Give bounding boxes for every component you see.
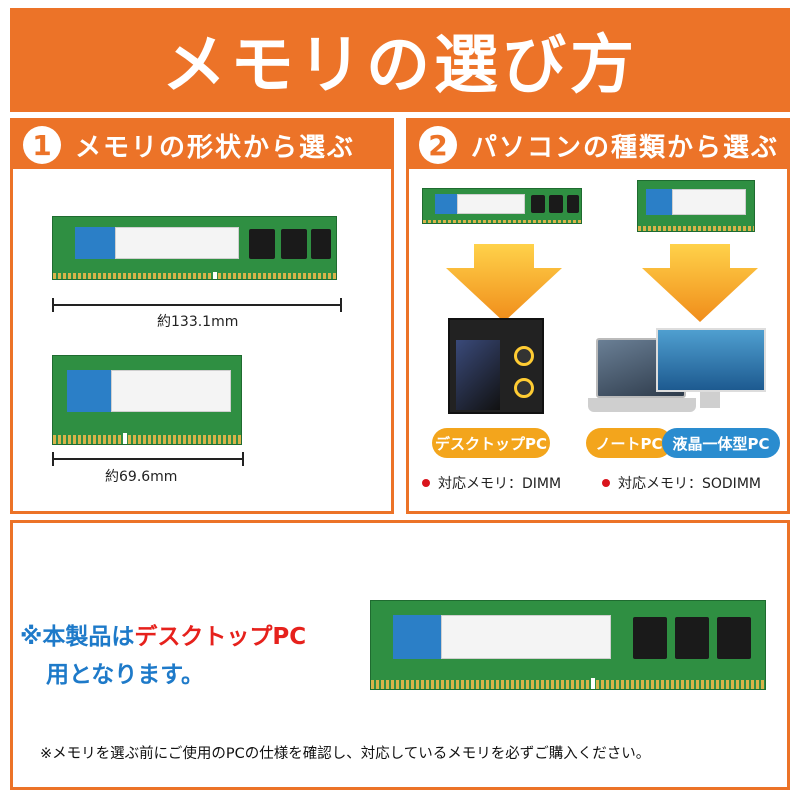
notice-suffix: 用となります。: [46, 662, 205, 688]
key-notch: [213, 271, 217, 279]
spec-sticker: [115, 227, 239, 259]
memory-chip: [549, 195, 563, 213]
memory-chip: [311, 229, 331, 259]
gold-pins: [423, 219, 581, 223]
footer-note: ※メモリを選ぶ前にご使用のPCの仕様を確認し、対応しているメモリを必ずご購入くだ…: [40, 746, 651, 762]
spec-sticker: [457, 194, 525, 214]
desktop-memory-note: 対応メモリ：DIMM: [422, 473, 561, 493]
memory-chip: [281, 229, 307, 259]
brand-label: [393, 615, 441, 659]
brand-label: [646, 189, 672, 215]
page-title: メモリの選び方: [162, 29, 638, 103]
memory-chip: [249, 229, 275, 259]
gold-pins: [638, 226, 754, 231]
brand-label: [67, 370, 111, 412]
memory-chip: [675, 617, 709, 659]
spec-sticker: [441, 615, 611, 659]
all-in-one-pc-pill: 液晶一体型PC: [662, 428, 780, 458]
panel-pc-type-header: 2 パソコンの種類から選ぶ: [409, 121, 787, 169]
brand-label: [435, 194, 457, 214]
fan-icon: [514, 378, 534, 398]
product-dimm-image: [370, 600, 766, 690]
panel-shape: 1 メモリの形状から選ぶ: [10, 118, 394, 514]
brand-label: [75, 227, 115, 259]
notice-prefix: ※本製品は: [20, 624, 135, 650]
side-glass-panel: [456, 340, 500, 410]
dimm-module-image: [422, 188, 582, 224]
memory-chip: [717, 617, 751, 659]
gold-pins: [53, 272, 336, 279]
desktop-pc-pill: デスクトップPC: [432, 428, 550, 458]
panel-shape-header: 1 メモリの形状から選ぶ: [13, 121, 391, 169]
dimm-length-line: [52, 298, 342, 312]
monitor-stand: [700, 392, 720, 408]
sodimm-module-image: [52, 355, 242, 445]
sodimm-length-line: [52, 452, 244, 466]
step-number-badge: 1: [23, 126, 61, 164]
all-in-one-pc-image: [656, 328, 766, 392]
product-notice: ※本製品はデスクトップPC 用となります。: [20, 618, 306, 694]
notice-highlight: デスクトップPC: [134, 624, 307, 650]
gold-pins: [53, 435, 241, 444]
desktop-pc-image: [448, 318, 544, 414]
key-notch: [591, 678, 595, 689]
panel-pc-type-title: パソコンの種類から選ぶ: [471, 132, 780, 163]
key-notch: [123, 433, 127, 444]
dimm-length-label: 約133.1mm: [157, 314, 239, 330]
dimm-module-image: [52, 216, 337, 280]
notebook-memory-text: 対応メモリ：SODIMM: [618, 476, 761, 492]
desktop-memory-text: 対応メモリ：DIMM: [438, 476, 562, 492]
sodimm-length-label: 約69.6mm: [105, 469, 178, 485]
step-number-badge: 2: [419, 126, 457, 164]
sodimm-module-image: [637, 180, 755, 232]
panel-shape-title: メモリの形状から選ぶ: [75, 132, 356, 163]
notebook-pc-pill: ノートPC: [586, 428, 672, 458]
memory-chip: [633, 617, 667, 659]
spec-sticker: [111, 370, 231, 412]
fan-icon: [514, 346, 534, 366]
notebook-memory-note: 対応メモリ：SODIMM: [602, 473, 761, 493]
bullet-dot-icon: [602, 479, 610, 487]
spec-sticker: [672, 189, 746, 215]
title-banner: メモリの選び方: [10, 8, 790, 112]
memory-chip: [567, 195, 579, 213]
down-arrow-icon: [446, 244, 562, 322]
laptop-base-image: [588, 398, 696, 412]
gold-pins: [371, 680, 765, 689]
bullet-dot-icon: [422, 479, 430, 487]
down-arrow-icon: [642, 244, 758, 322]
memory-chip: [531, 195, 545, 213]
